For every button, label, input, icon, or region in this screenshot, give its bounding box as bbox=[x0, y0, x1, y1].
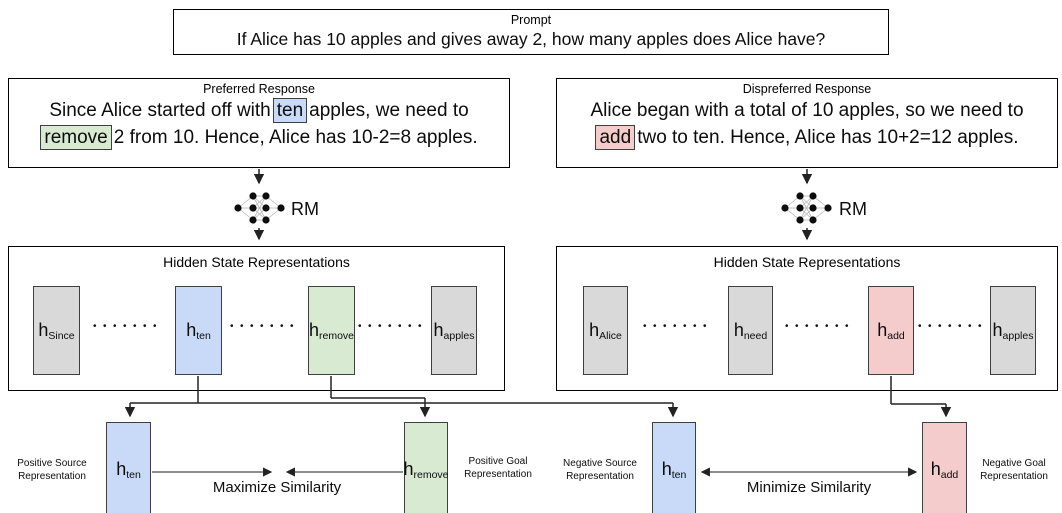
ellipsis-dots: ••••••• bbox=[357, 321, 428, 332]
token-subscript: ten bbox=[671, 468, 687, 481]
prompt-title: Prompt bbox=[510, 13, 552, 27]
token-subscript: ten bbox=[126, 468, 141, 481]
preferred-text-segment: apples, we need to bbox=[309, 100, 469, 121]
dispreferred-text-segment: two to ten. Hence, Alice has 10+2=12 app… bbox=[637, 127, 1019, 148]
goal-word-highlight: remove bbox=[40, 125, 112, 150]
token-subscript: apples bbox=[1002, 329, 1034, 342]
maximize-similarity-label: Maximize Similarity bbox=[212, 479, 342, 496]
hidden-states-box-dispreferred: Hidden State Representations bbox=[556, 246, 1058, 391]
dispreferred-response-title: Dispreferred Response bbox=[742, 82, 872, 96]
token-subscript: apples bbox=[443, 329, 475, 342]
token-label: h bbox=[433, 320, 444, 340]
rm-network-icon bbox=[234, 192, 285, 224]
ellipsis-dots: ••••••• bbox=[642, 321, 713, 332]
rm-network-icon bbox=[781, 192, 832, 224]
source-word-highlight: ten bbox=[272, 98, 308, 123]
preferred-response-box: Preferred Response Since Alice started o… bbox=[8, 78, 510, 168]
dispreferred-response-box: Dispreferred Response Alice began with a… bbox=[556, 78, 1058, 168]
rm-label-right: RM bbox=[839, 199, 867, 219]
token-subscript: Alice bbox=[599, 329, 622, 342]
token-label: h bbox=[403, 459, 414, 479]
prompt-box: Prompt If Alice has 10 apples and gives … bbox=[173, 9, 889, 55]
ellipsis-dots: ••••••• bbox=[229, 321, 300, 332]
token-label: h bbox=[589, 320, 600, 340]
dispreferred-response-body: Alice began with a total of 10 apples, s… bbox=[557, 97, 1057, 151]
token-label: h bbox=[38, 320, 49, 340]
token-subscript: remove bbox=[413, 468, 449, 481]
preferred-response-title: Preferred Response bbox=[203, 82, 315, 96]
token-subscript: need bbox=[743, 329, 768, 342]
negative-goal-label: Negative Goal Representation bbox=[980, 458, 1048, 482]
positive-source-label: Positive Source Representation bbox=[17, 458, 87, 482]
token-label: h bbox=[116, 459, 127, 479]
rm-label-left: RM bbox=[291, 199, 319, 219]
positive-goal-label: Positive Goal Representation bbox=[464, 456, 532, 480]
prompt-text: If Alice has 10 apples and gives away 2,… bbox=[236, 29, 826, 49]
token-label: h bbox=[308, 320, 319, 340]
ellipsis-dots: ••••••• bbox=[917, 321, 988, 332]
preferred-text-segment: Since Alice started off with bbox=[49, 100, 271, 121]
token-label: h bbox=[733, 320, 744, 340]
token-label: h bbox=[186, 320, 197, 340]
token-subscript: Since bbox=[48, 329, 75, 342]
hidden-states-title-right: Hidden State Representations bbox=[713, 254, 901, 270]
hidden-states-title-left: Hidden State Representations bbox=[163, 254, 350, 270]
token-label: h bbox=[877, 320, 888, 340]
token-subscript: add bbox=[940, 468, 959, 481]
negative-source-label: Negative Source Representation bbox=[563, 458, 637, 482]
negative-goal-word-highlight: add bbox=[595, 125, 636, 150]
token-label: h bbox=[992, 320, 1003, 340]
minimize-similarity-label: Minimize Similarity bbox=[746, 479, 872, 496]
token-label: h bbox=[661, 459, 672, 479]
preferred-text-segment: 2 from 10. Hence, Alice has 10-2=8 apple… bbox=[113, 127, 478, 148]
token-label: h bbox=[930, 459, 941, 479]
token-subscript: ten bbox=[196, 329, 211, 342]
token-subscript: add bbox=[887, 329, 905, 342]
token-subscript: remove bbox=[319, 329, 355, 342]
ellipsis-dots: ••••••• bbox=[784, 321, 855, 332]
hidden-states-box-preferred: Hidden State Representations bbox=[8, 246, 505, 391]
dispreferred-line-1: Alice began with a total of 10 apples, s… bbox=[590, 100, 1024, 121]
ellipsis-dots: ••••••• bbox=[92, 321, 163, 332]
